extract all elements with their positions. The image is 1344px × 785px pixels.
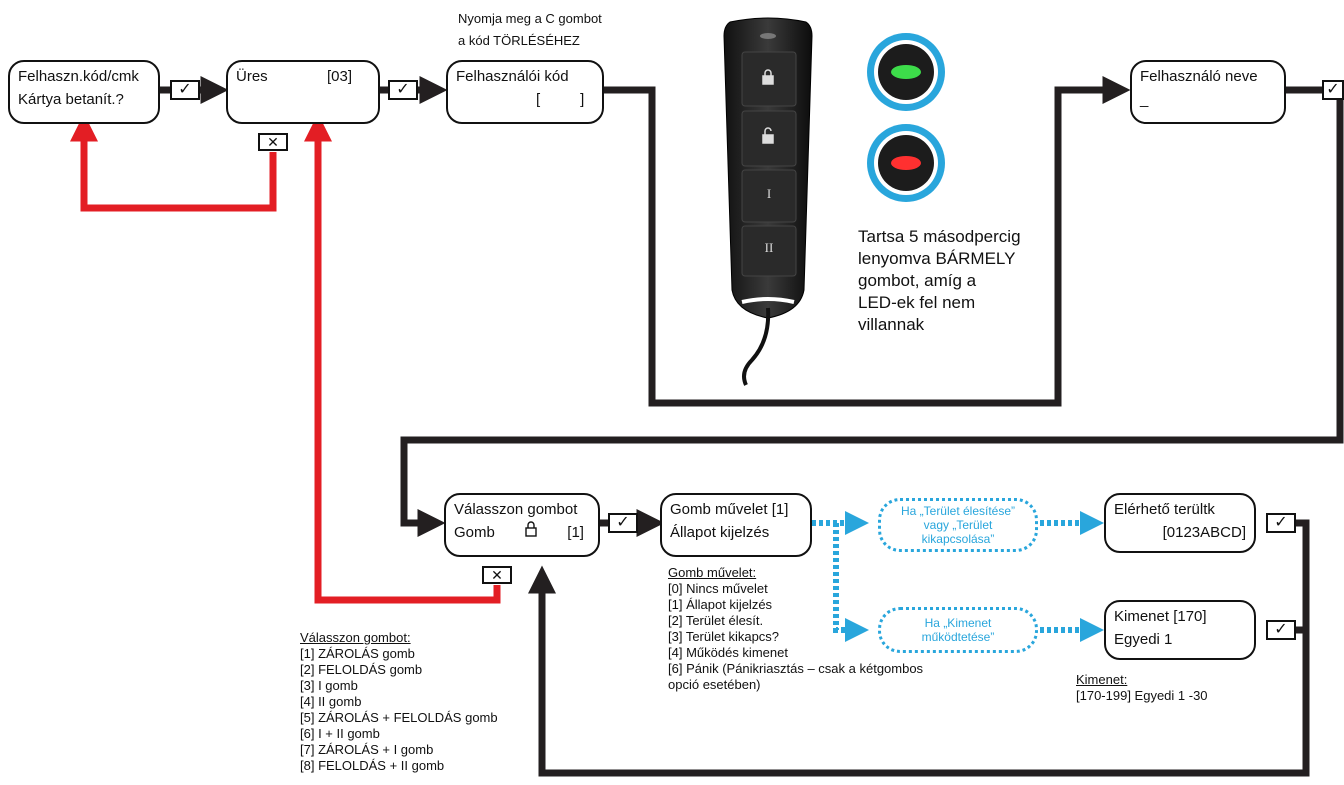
hold-line: Tartsa 5 másodpercig <box>858 227 1021 246</box>
red-connector-2 <box>304 113 501 604</box>
box-text: Elérhető terültk <box>1114 501 1215 518</box>
instruction-line-1: Nyomja meg a C gombot <box>458 11 602 26</box>
box-bracket: [ <box>536 91 541 108</box>
fob-button-i <box>741 169 797 223</box>
check-icon: ✓ <box>1266 513 1296 533</box>
note-item: [4] II gomb <box>300 694 362 709</box>
condition-line: működtetése” <box>921 630 995 644</box>
box-button-action: Gomb művelet [1] Állapot kijelzés <box>660 493 812 557</box>
note-item: [1] Állapot kijelzés <box>668 597 773 612</box>
hold-line: villannak <box>858 315 925 334</box>
fob-lock-shackle <box>764 69 772 76</box>
note-item: [0] Nincs művelet <box>668 581 768 596</box>
note-output: Kimenet: [170-199] Egyedi 1 -30 <box>1076 672 1208 704</box>
box-text: Válasszon gombot <box>454 501 578 518</box>
note-button-action: Gomb művelet: [0] Nincs művelet [1] Álla… <box>668 565 923 693</box>
cross-icon: ✕ <box>482 566 512 584</box>
fob-label-i: I <box>766 186 772 201</box>
check-icon: ✓ <box>388 80 418 100</box>
box-text: Kimenet [170] <box>1114 608 1207 625</box>
box-text: Felhaszn.kód/cmk <box>18 68 139 85</box>
box-bracket: ] <box>580 91 585 108</box>
fob-unlock-icon <box>762 134 774 144</box>
box-text: [0123ABCD] <box>1162 524 1246 541</box>
note-item: [3] I gomb <box>300 678 358 693</box>
connector-5 <box>604 76 1131 407</box>
box-text: Kártya betanít.? <box>18 91 124 108</box>
blue-connectors <box>812 511 1104 642</box>
blue-connector-2 <box>833 523 869 642</box>
note-title: Kimenet: <box>1076 672 1128 687</box>
condition-output: Ha „Kimenet működtetése” <box>878 607 1038 653</box>
note-item: [7] ZÁROLÁS + I gomb <box>300 742 434 757</box>
hold-line: LED-ek fel nem <box>858 293 976 312</box>
note-item: [3] Terület kikapcs? <box>668 629 780 644</box>
remote-keyfob <box>723 17 813 386</box>
box-code: [03] <box>326 68 352 85</box>
box-output: Kimenet [170] Egyedi 1 <box>1104 600 1256 660</box>
box-text: Üres <box>236 68 268 85</box>
box-code: [1] <box>567 524 584 541</box>
box-text: Állapot kijelzés <box>670 524 770 541</box>
connector-7 <box>400 90 1344 537</box>
condition-line: Ha „Terület élesítése” <box>900 504 1016 518</box>
check-icon: ✓ <box>608 513 638 533</box>
hold-instruction: Tartsa 5 másodpercig lenyomva BÁRMELY go… <box>858 226 1021 336</box>
connector-10 <box>528 519 1310 777</box>
box-text: Gomb művelet [1] <box>670 501 789 518</box>
box-available-areas: Elérhető terültk [0123ABCD] <box>1104 493 1256 553</box>
red-connector-1 <box>70 113 277 212</box>
fob-led <box>760 33 776 39</box>
box-text: _ <box>1140 91 1149 108</box>
fob-strap-loop <box>741 297 795 304</box>
condition-area: Ha „Terület élesítése” vagy „Terület kik… <box>878 498 1038 552</box>
red-connectors <box>70 113 501 604</box>
cross-icon: ✕ <box>258 133 288 151</box>
fob-label-ii: II <box>764 240 774 255</box>
note-item: [6] Pánik (Pánikriasztás – csak a kétgom… <box>668 661 924 676</box>
box-user-code-card: Felhaszn.kód/cmk Kártya betanít.? <box>8 60 160 124</box>
condition-line: Ha „Kimenet <box>924 616 992 630</box>
note-title: Gomb művelet: <box>668 565 757 580</box>
note-item: opció esetében) <box>668 677 761 692</box>
box-select-button: Válasszon gombot Gomb [1] <box>444 493 600 557</box>
note-item: [170-199] Egyedi 1 -30 <box>1076 688 1208 703</box>
condition-line: vagy „Terület <box>923 518 993 532</box>
check-icon: ✓ <box>1322 80 1344 100</box>
note-title: Válasszon gombot: <box>300 630 411 645</box>
note-item: [8] FELOLDÁS + II gomb <box>300 758 445 773</box>
condition-line: kikapcsolása” <box>921 532 995 546</box>
note-item: [1] ZÁROLÁS gomb <box>300 646 415 661</box>
instruction-line-2: a kód TÖRLÉSÉHEZ <box>458 33 580 48</box>
hold-line: lenyomva BÁRMELY <box>858 249 1016 268</box>
box-user-code: Felhasználói kód [ ] <box>446 60 604 124</box>
note-item: [4] Működés kimenet <box>668 645 788 660</box>
lock-icon <box>525 521 537 544</box>
led-green-indicator <box>867 33 945 111</box>
note-item: [2] FELOLDÁS gomb <box>300 662 423 677</box>
box-text: Felhasználó neve <box>1140 68 1258 85</box>
fob-unlock-shackle <box>764 127 772 135</box>
note-item: [2] Terület élesít. <box>668 613 764 628</box>
box-empty: Üres [03] <box>226 60 380 124</box>
check-icon: ✓ <box>170 80 200 100</box>
box-text: Felhasználói kód <box>456 68 569 85</box>
fob-button-ii <box>741 225 797 277</box>
box-text: Egyedi 1 <box>1114 631 1173 648</box>
led-red-indicator <box>867 124 945 202</box>
hold-line: gombot, amíg a <box>858 271 977 290</box>
fob-lock-icon <box>762 75 774 85</box>
box-user-name: Felhasználó neve _ <box>1130 60 1286 124</box>
black-connectors <box>160 76 1344 777</box>
check-icon: ✓ <box>1266 620 1296 640</box>
box-text: Gomb <box>454 524 495 541</box>
clear-instruction: Nyomja meg a C gombot a kód TÖRLÉSÉHEZ <box>458 8 602 52</box>
fob-lanyard <box>742 307 771 386</box>
note-item: [5] ZÁROLÁS + FELOLDÁS gomb <box>300 710 498 725</box>
note-select-button: Válasszon gombot: [1] ZÁROLÁS gomb [2] F… <box>300 630 498 774</box>
note-item: [6] I + II gomb <box>300 726 380 741</box>
